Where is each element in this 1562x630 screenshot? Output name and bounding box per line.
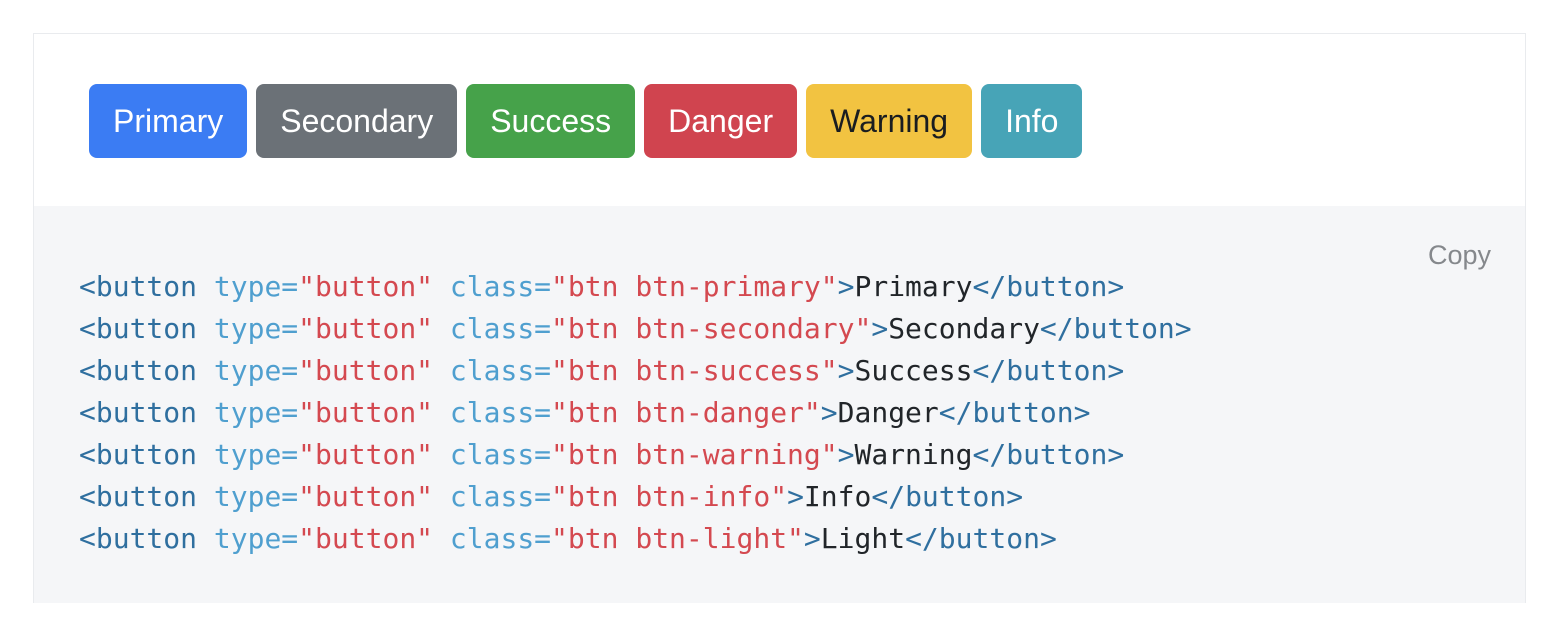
info-button[interactable]: Info xyxy=(981,84,1083,158)
code-line: <button type="button" class="btn btn-suc… xyxy=(79,354,1125,387)
code-line: <button type="button" class="btn btn-sec… xyxy=(79,312,1192,345)
primary-button[interactable]: Primary xyxy=(89,84,248,158)
code-line: <button type="button" class="btn btn-inf… xyxy=(79,480,1024,513)
danger-button[interactable]: Danger xyxy=(644,84,798,158)
code-line: <button type="button" class="btn btn-lig… xyxy=(79,522,1057,555)
secondary-button[interactable]: Secondary xyxy=(256,84,458,158)
code-snippet: <button type="button" class="btn btn-pri… xyxy=(34,206,1525,600)
code-line: <button type="button" class="btn btn-dan… xyxy=(79,396,1091,429)
code-block: Copy <button type="button" class="btn bt… xyxy=(34,206,1525,603)
warning-button[interactable]: Warning xyxy=(806,84,973,158)
copy-button[interactable]: Copy xyxy=(1427,240,1491,270)
code-line: <button type="button" class="btn btn-war… xyxy=(79,438,1125,471)
success-button[interactable]: Success xyxy=(466,84,636,158)
code-content: <button type="button" class="btn btn-pri… xyxy=(79,266,1495,560)
code-line: <button type="button" class="btn btn-pri… xyxy=(79,270,1125,303)
